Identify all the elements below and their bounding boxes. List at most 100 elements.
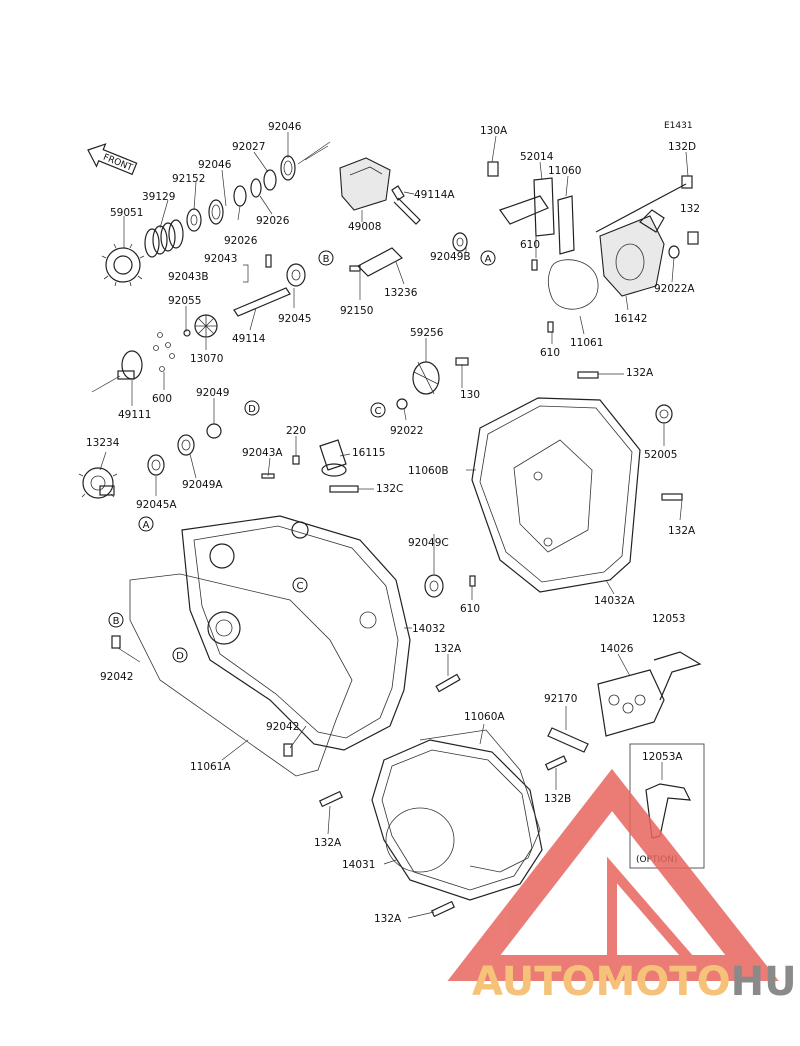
lever-13236: [357, 247, 403, 277]
part-label: 92042: [100, 671, 133, 683]
balls-600: [153, 332, 175, 372]
part-label: 92043A: [242, 447, 283, 459]
gasket-11060A: [419, 729, 541, 873]
part-label: 92043B: [168, 271, 209, 283]
ref-marker-b: B: [318, 250, 334, 266]
dowel-610-b: [547, 321, 554, 333]
bolt-92150: [349, 265, 361, 272]
part-label: 132A: [374, 913, 402, 925]
bolt-132B: [544, 755, 568, 771]
bearing-92049A: [177, 434, 195, 456]
part-label: 92046: [268, 121, 302, 133]
bracket-14026: [597, 651, 702, 737]
part-label: 11060A: [464, 711, 505, 723]
bolt-132A-bottom: [430, 900, 456, 918]
svg-text:C: C: [297, 581, 304, 592]
part-label: 92170: [544, 693, 577, 705]
part-label: 610: [540, 347, 560, 359]
seal-92049B: [452, 232, 468, 252]
bolt-220: [292, 455, 300, 465]
impeller-13070: [194, 314, 218, 338]
part-label: 16115: [352, 447, 385, 459]
part-label: 92026: [224, 235, 258, 247]
part-label: 130A: [480, 125, 508, 137]
gasket-11060: [557, 195, 575, 255]
bearing-92045A: [147, 454, 165, 476]
part-label: 13234: [86, 437, 120, 449]
part-label: 132A: [626, 367, 654, 379]
impeller-59256: [412, 361, 440, 395]
part-label: 610: [460, 603, 480, 615]
part-label: 49114A: [414, 189, 455, 201]
gear-13234: [78, 467, 118, 499]
watermark-logo: [447, 768, 779, 981]
part-label: 92043: [204, 253, 237, 265]
part-label: 92049A: [182, 479, 223, 491]
plug-16115: [319, 439, 347, 477]
part-label: 132D: [668, 141, 696, 153]
gasket-11061: [547, 259, 599, 310]
shaft-49114: [233, 287, 291, 317]
bolt-132A-right: [661, 493, 683, 501]
pipe-52014: [499, 177, 555, 237]
washer-92022: [396, 398, 408, 410]
part-label: 92022: [390, 425, 423, 437]
ref-marker-a: A: [480, 250, 496, 266]
part-label: 132: [680, 203, 700, 215]
dowel-92042: [111, 635, 121, 649]
ref-marker-d2: D: [172, 647, 188, 663]
part-label: 49111: [118, 409, 151, 421]
washer-92027: [263, 169, 277, 191]
svg-text:B: B: [113, 616, 120, 627]
part-label: 39129: [142, 191, 175, 203]
ref-marker-b2: B: [108, 612, 124, 628]
part-label: 600: [152, 393, 172, 405]
part-label: 52005: [644, 449, 677, 461]
seal-92049C: [424, 574, 444, 598]
part-label: 92042: [266, 721, 299, 733]
part-label: 49008: [348, 221, 381, 233]
part-label: 132C: [376, 483, 403, 495]
oring-92055: [183, 329, 191, 337]
part-label: 220: [286, 425, 306, 437]
part-label: 12053A: [642, 751, 683, 763]
bolt-132C: [329, 485, 359, 493]
part-label: 16142: [614, 313, 647, 325]
ref-marker-c2: C: [292, 577, 308, 593]
part-labels: 92046 92027 92046 92152 39129 59051 9202…: [86, 121, 700, 925]
part-label: 92045A: [136, 499, 177, 511]
part-label: 59051: [110, 207, 143, 219]
plate-92170: [547, 727, 589, 753]
part-label: 11061A: [190, 761, 231, 773]
bolt-130: [455, 357, 469, 366]
part-label: 14026: [600, 643, 634, 655]
washer-92026: [233, 185, 247, 207]
clutch-cover-14032A: [471, 397, 641, 593]
part-label: 92055: [168, 295, 201, 307]
part-label: 14032: [412, 623, 445, 635]
svg-text:A: A: [485, 254, 492, 265]
spring-39129: [144, 219, 184, 258]
part-label: 132A: [314, 837, 342, 849]
pin-92043: [265, 254, 272, 268]
svg-text:B: B: [323, 254, 330, 265]
part-label: 132A: [668, 525, 696, 537]
part-label: 92045: [278, 313, 311, 325]
part-label: 13070: [190, 353, 223, 365]
dowel-92042-b: [283, 743, 293, 757]
part-label: 12053: [652, 613, 685, 625]
part-label: 49114: [232, 333, 266, 345]
part-label: 92022A: [654, 283, 695, 295]
oring-92049: [206, 423, 222, 439]
part-label: 92049C: [408, 537, 449, 549]
washer-92152: [186, 208, 202, 232]
housing-49008: [339, 157, 391, 211]
bolt-132A-low: [318, 790, 344, 808]
lever-49114A: [391, 185, 421, 225]
seal-92045: [286, 263, 306, 287]
watermark-text: AUTOMOTOHUB: [472, 959, 800, 1005]
part-label: 92150: [340, 305, 373, 317]
front-arrow-icon: FRONT: [87, 143, 138, 176]
part-label: 610: [520, 239, 540, 251]
svg-text:D: D: [248, 404, 256, 415]
